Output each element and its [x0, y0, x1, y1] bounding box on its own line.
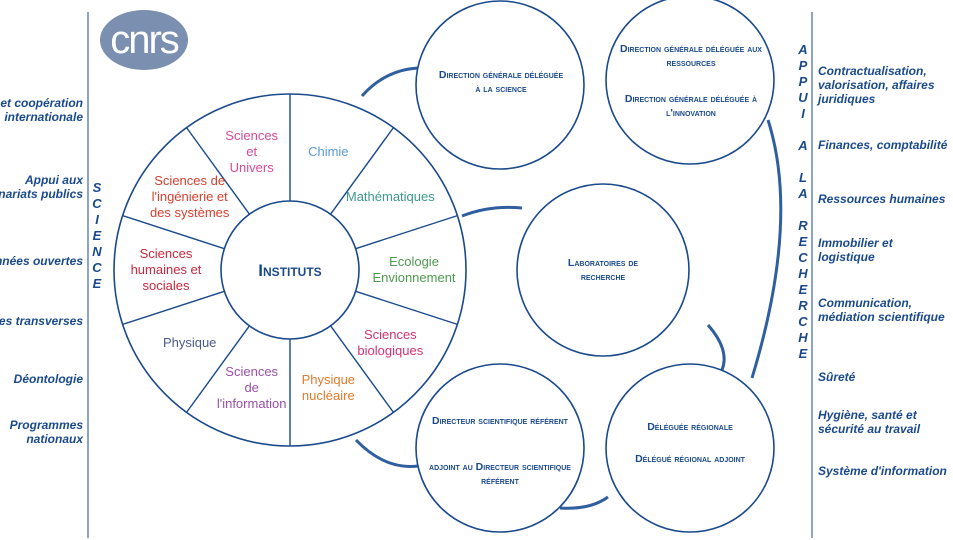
left-item-programmes: Programmes nationaux [9, 418, 83, 446]
label-regionale: Déléguée régionale [647, 421, 733, 433]
left-item-deontologie: Déontologie [13, 372, 83, 386]
wheel-spokes [122, 94, 458, 446]
circle-laboratoires [516, 183, 690, 357]
vertical-letter: R [798, 298, 808, 313]
vertical-letter: A [798, 42, 808, 57]
vertical-letter: E [798, 234, 808, 249]
left-item-partenariats: Appui aux partenariats publics [0, 173, 83, 201]
wheel-segment-label: Chimie [308, 144, 348, 159]
label-directeur: Directeur scientifique référent [432, 415, 568, 427]
vertical-letter: A [798, 186, 808, 201]
wheel-segment-label: Physique [163, 335, 216, 350]
vertical-letter: P [798, 58, 808, 73]
wheel-spoke [355, 214, 458, 250]
label-dg-ressources: Direction générale déléguée aux ressourc… [620, 43, 762, 69]
connector-labo-regionale [706, 324, 726, 371]
vertical-letter: C [92, 196, 102, 211]
vertical-letter: A [798, 138, 808, 153]
vertical-letter: E [798, 346, 808, 361]
cnrs-logo: cnrs [100, 10, 188, 70]
left-item-initiatives: Initiatives transverses [0, 314, 83, 328]
circle-dg-ressources-innovation [605, 0, 775, 165]
right-item-hygiene: Hygiène, santé et sécurité au travail [818, 408, 921, 436]
vertical-letter: E [798, 282, 808, 297]
wheel-spoke [329, 325, 395, 413]
vertical-letter: R [798, 218, 808, 233]
right-item-contractualisation: Contractualisation, valorisation, affair… [818, 64, 935, 106]
label-adjoint: adjoint au Directeur scientifique référe… [429, 461, 571, 487]
label-laboratoires: Laboratoires de recherche [567, 257, 639, 283]
vertical-letter: H [798, 266, 808, 281]
wheel-spoke [122, 290, 225, 326]
vertical-letter: U [798, 90, 808, 105]
vertical-letter: C [798, 314, 808, 329]
wheel-spoke [185, 127, 251, 215]
vertical-letter: E [92, 276, 102, 291]
circle-regionale [605, 363, 775, 533]
connector-wheel-dgscience [360, 66, 419, 97]
connector-wheel-labo [461, 205, 523, 218]
wheel-center-label: Instituts [258, 261, 321, 280]
right-item-finances: Finances, comptabilité [818, 138, 948, 152]
vertical-letter: C [92, 260, 102, 275]
vertical-letter: I [95, 212, 99, 227]
vertical-letter: S [92, 180, 102, 195]
left-item-donnees: Données ouvertes [0, 254, 83, 268]
wheel-spoke [329, 127, 395, 215]
left-item-europe: Europe et coopération internationale [0, 96, 83, 124]
circle-directeur [415, 363, 585, 533]
label-dg-science: Direction générale déléguée à la science [438, 69, 564, 95]
vertical-letter: I [801, 106, 805, 121]
right-item-systeme: Système d'information [818, 464, 947, 478]
vertical-letter: H [798, 330, 808, 345]
label-dg-innovation: Direction générale déléguée à l'innovati… [624, 93, 758, 119]
vertical-letter: C [798, 250, 808, 265]
vertical-letter: N [92, 244, 102, 259]
right-item-rh: Ressources humaines [818, 192, 946, 206]
wheel-segment-label: Mathématiques [346, 189, 435, 204]
wheel-inner-circle [220, 200, 360, 340]
wheel-spoke [185, 325, 251, 413]
circle-dg-science [415, 0, 585, 170]
wheel-spoke [355, 290, 458, 326]
wheel-spoke [122, 214, 225, 250]
connector-directeur-regionale [559, 495, 609, 510]
label-regional-adjoint: Délégué régional adjoint [635, 453, 745, 465]
vertical-letter: L [799, 170, 807, 185]
connector-dgressources-regionale [750, 119, 783, 379]
right-item-communication: Communication, médiation scientifique [818, 296, 945, 324]
vertical-letter: P [798, 74, 808, 89]
right-item-surete: Sûreté [818, 370, 856, 384]
right-item-immobilier: Immobilier et logistique [818, 236, 893, 264]
connector-wheel-directeur [354, 438, 419, 468]
vertical-letter: E [92, 228, 102, 243]
